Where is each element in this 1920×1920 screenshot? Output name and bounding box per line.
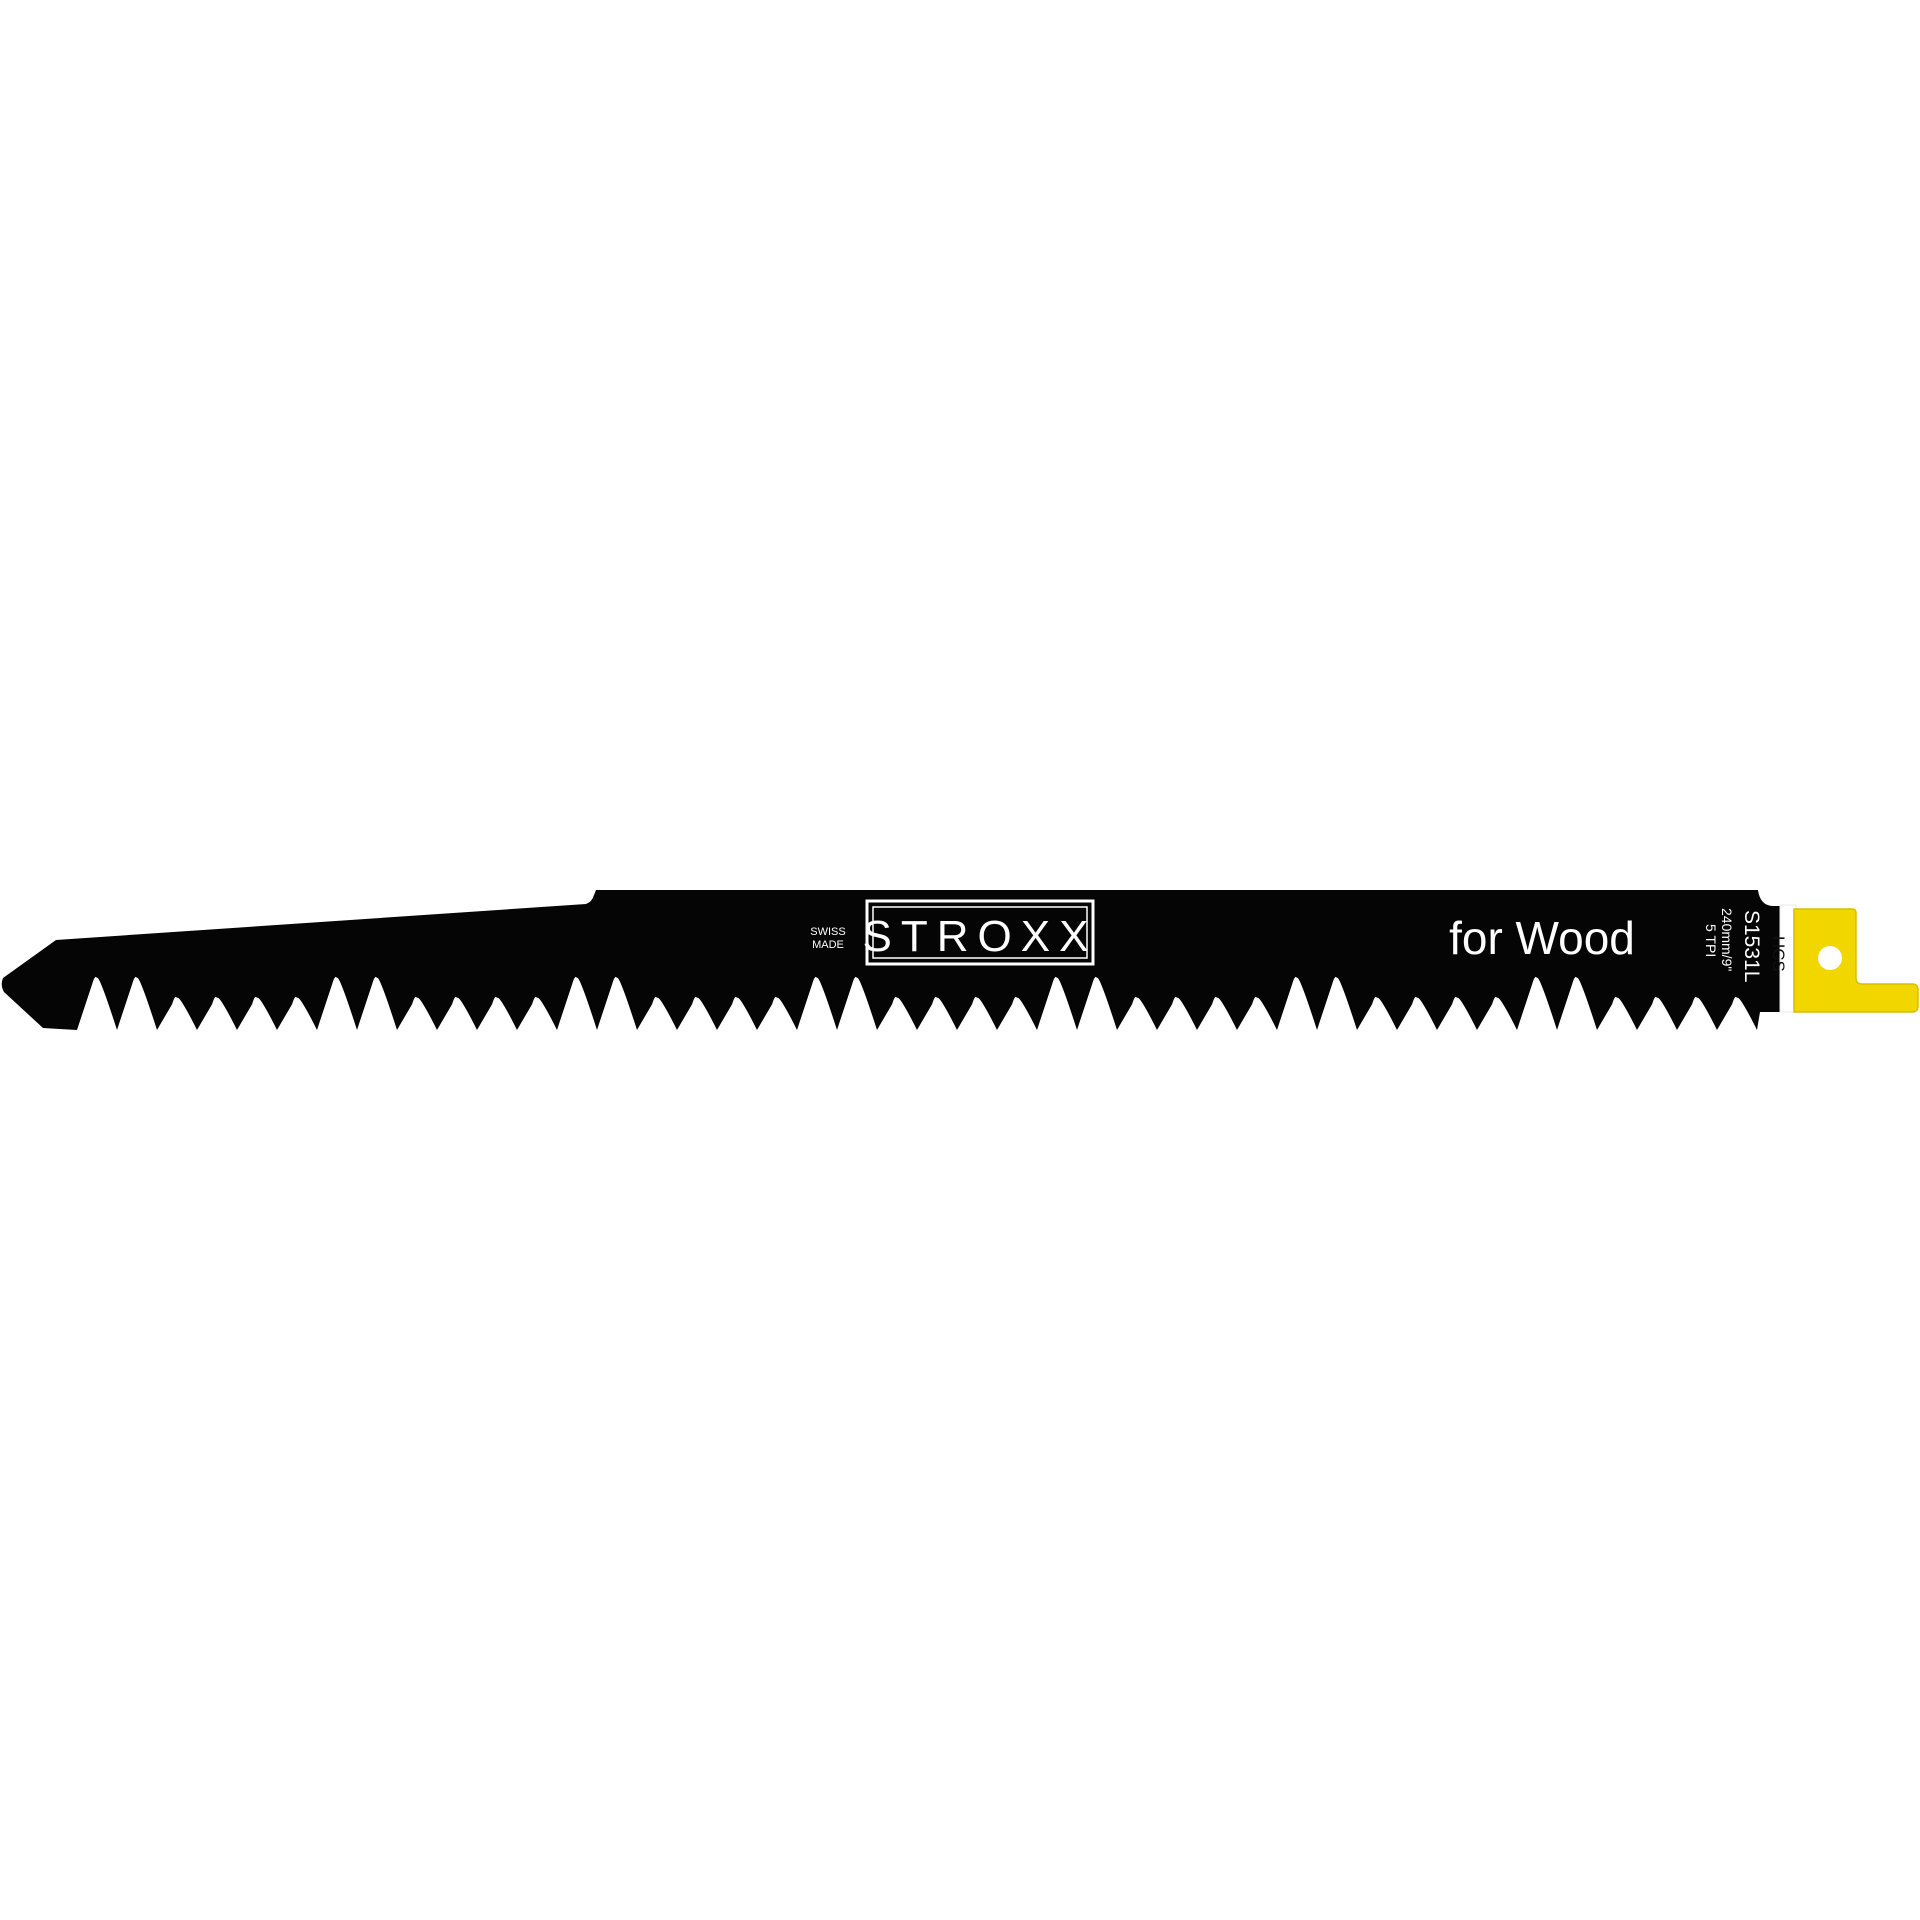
blade-length: 240mm/9"	[1719, 908, 1735, 971]
yellow-tang	[1793, 908, 1919, 1013]
brand-logo-frame	[865, 899, 1095, 966]
tang-hole	[1818, 946, 1842, 970]
model-number: S1531L	[1740, 910, 1763, 982]
blade-body	[1, 890, 1783, 1030]
brand-logo-inner-frame	[872, 906, 1088, 959]
application-label: for Wood	[1449, 912, 1635, 964]
swiss-made-line1: SWISS	[810, 926, 845, 938]
teeth-per-inch: 5 TPI	[1703, 924, 1719, 957]
material-label: HCS	[1769, 936, 1788, 972]
brand-logo: STROXX	[863, 912, 1098, 961]
swiss-made-line2: MADE	[812, 939, 844, 951]
